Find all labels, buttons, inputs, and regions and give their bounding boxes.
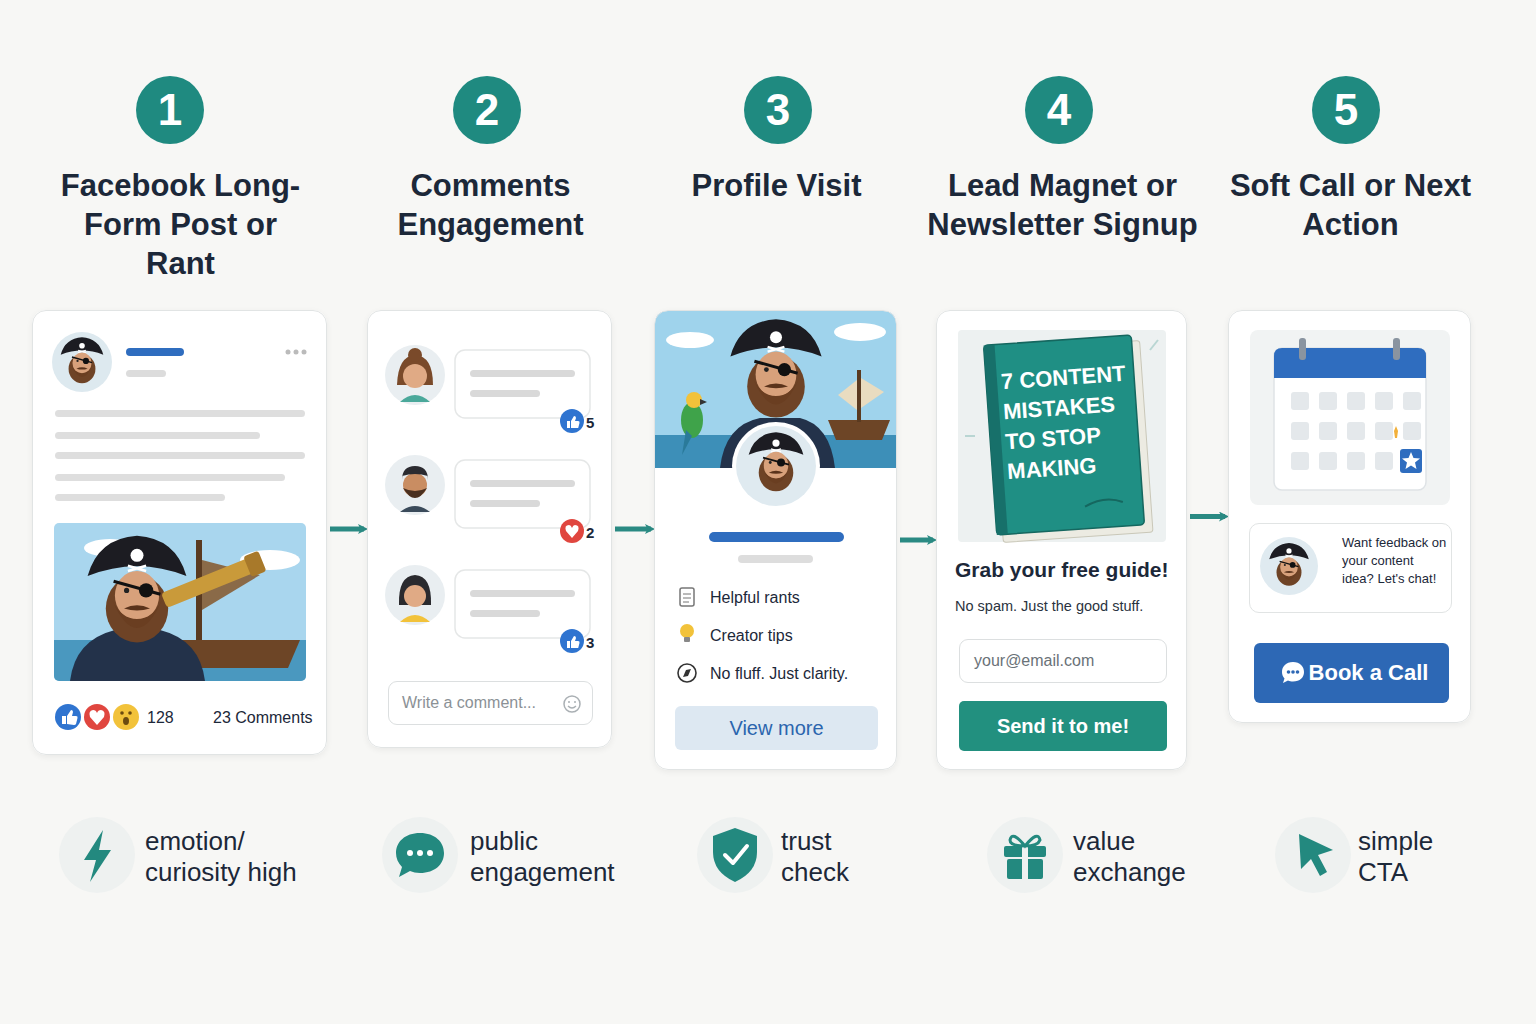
input-placeholder: your@email.com [974, 651, 1094, 671]
profile-item: Creator tips [710, 626, 793, 646]
step-number-text: 5 [1334, 86, 1358, 134]
step-number: 5 [1312, 76, 1380, 144]
stage-caption: value exchange [1073, 826, 1198, 888]
step-number-text: 1 [158, 86, 182, 134]
flow-arrow [900, 538, 933, 543]
stage-caption: public engagement [470, 826, 625, 888]
chat-text: Want feedback on your content idea? Let'… [1342, 534, 1448, 588]
comments-card: Comments Engagement523Write a comment... [367, 310, 612, 748]
comment-input: Write a comment... [388, 681, 593, 725]
step-number-text: 2 [475, 86, 499, 134]
step-number: 2 [453, 76, 521, 144]
like-count: 3 [586, 633, 594, 652]
book-title: 7 CONTENT MISTAKES TO STOP MAKING [1000, 358, 1138, 487]
like-count: 5 [586, 413, 594, 432]
comment-count: 23 Comments [213, 708, 313, 728]
button-label: View more [729, 716, 823, 740]
book-call-button: Book a Call [1254, 643, 1449, 703]
flow-arrow [330, 527, 364, 532]
view-more-button: View more [675, 706, 878, 750]
profile-item: No fluff. Just clarity. [710, 664, 848, 684]
step-title: Comments Engagement [346, 166, 636, 244]
stage-caption: trust check [781, 826, 876, 888]
chat-icon [1280, 660, 1306, 686]
chat-bubble: Want feedback on your content idea? Let'… [1249, 523, 1452, 613]
step-number: 4 [1025, 76, 1093, 144]
post-card: Facebook Long-Form Post or Rant12823 Com… [32, 310, 327, 755]
profile-item: Helpful rants [710, 588, 800, 608]
input-placeholder: Write a comment... [402, 693, 536, 713]
like-count: 2 [586, 523, 594, 542]
button-label: Book a Call [1309, 660, 1429, 686]
step-number-text: 4 [1047, 86, 1071, 134]
guide-book: 7 CONTENT MISTAKES TO STOP MAKING [985, 336, 1146, 536]
step-title: Facebook Long-Form Post or Rant [51, 166, 311, 283]
send-button: Send it to me! [959, 701, 1167, 751]
stage-caption: simple CTA [1358, 826, 1458, 888]
step-title: Soft Call or Next Action [1206, 166, 1496, 244]
offer-heading: Grab your free guide! [955, 557, 1180, 583]
lead-magnet-card: Lead Magnet or Newsletter SignupGrab you… [936, 310, 1187, 770]
step-number-text: 3 [766, 86, 790, 134]
stage-caption: emotion/ curiosity high [145, 826, 320, 888]
step-title: Profile Visit [632, 166, 922, 205]
step-number: 3 [744, 76, 812, 144]
step-title: Lead Magnet or Newsletter Signup [913, 166, 1213, 244]
step-number: 1 [136, 76, 204, 144]
flow-arrow [1190, 514, 1225, 519]
email-input: your@email.com [959, 639, 1167, 683]
offer-note: No spam. Just the good stuff. [955, 597, 1180, 615]
call-card: Soft Call or Next ActionWant feedback on… [1228, 310, 1471, 723]
reaction-count: 128 [147, 708, 174, 728]
button-label: Send it to me! [997, 714, 1129, 738]
flow-arrow [615, 527, 651, 532]
profile-card: Profile VisitHelpful rantsCreator tipsNo… [654, 310, 897, 770]
